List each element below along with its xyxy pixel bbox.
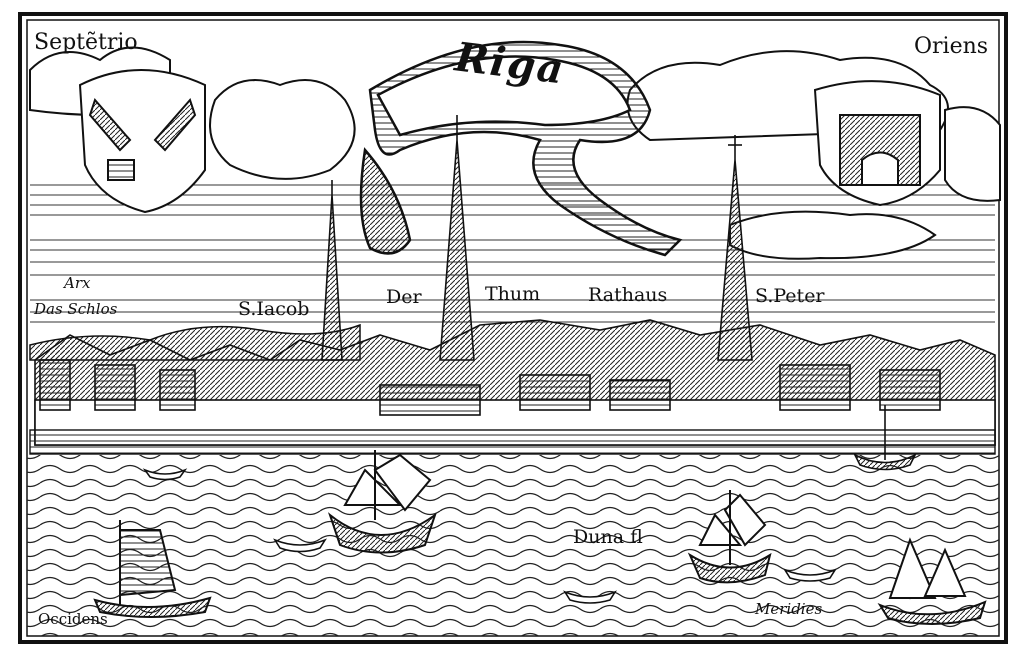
ship-bottom-right	[877, 537, 987, 625]
ship-left-small	[93, 520, 212, 618]
sky-hatching	[30, 184, 995, 323]
compass-east-label: Oriens	[914, 34, 989, 59]
ship-moored-right	[853, 405, 917, 471]
spire-s-peter	[717, 159, 753, 361]
spire-der-thum	[439, 139, 475, 361]
label-s-jacob: S.Iacob	[238, 298, 310, 320]
label-s-peter: S.Peter	[755, 285, 825, 307]
title-scroll	[359, 40, 683, 257]
label-duna-river: Duna fl	[573, 526, 643, 548]
city-skyline	[34, 115, 996, 446]
compass-north-label: Septẽtrio	[34, 30, 138, 55]
spire-s-jacob	[321, 194, 343, 361]
label-der: Der	[386, 286, 422, 308]
compass-south-label: Meridies	[755, 600, 823, 618]
coat-of-arms-right	[813, 80, 941, 207]
ship-right	[687, 490, 772, 584]
ship-large-center	[327, 450, 437, 554]
palisade	[29, 429, 996, 455]
label-thum: Thum	[485, 283, 541, 305]
label-das-schlos: Das Schlos	[34, 300, 118, 318]
label-rathaus: Rathaus	[588, 284, 668, 306]
compass-west-label: Occidens	[38, 610, 108, 628]
label-arx: Arx	[64, 274, 91, 292]
rowboats	[142, 468, 837, 604]
coat-of-arms-left	[78, 69, 206, 214]
